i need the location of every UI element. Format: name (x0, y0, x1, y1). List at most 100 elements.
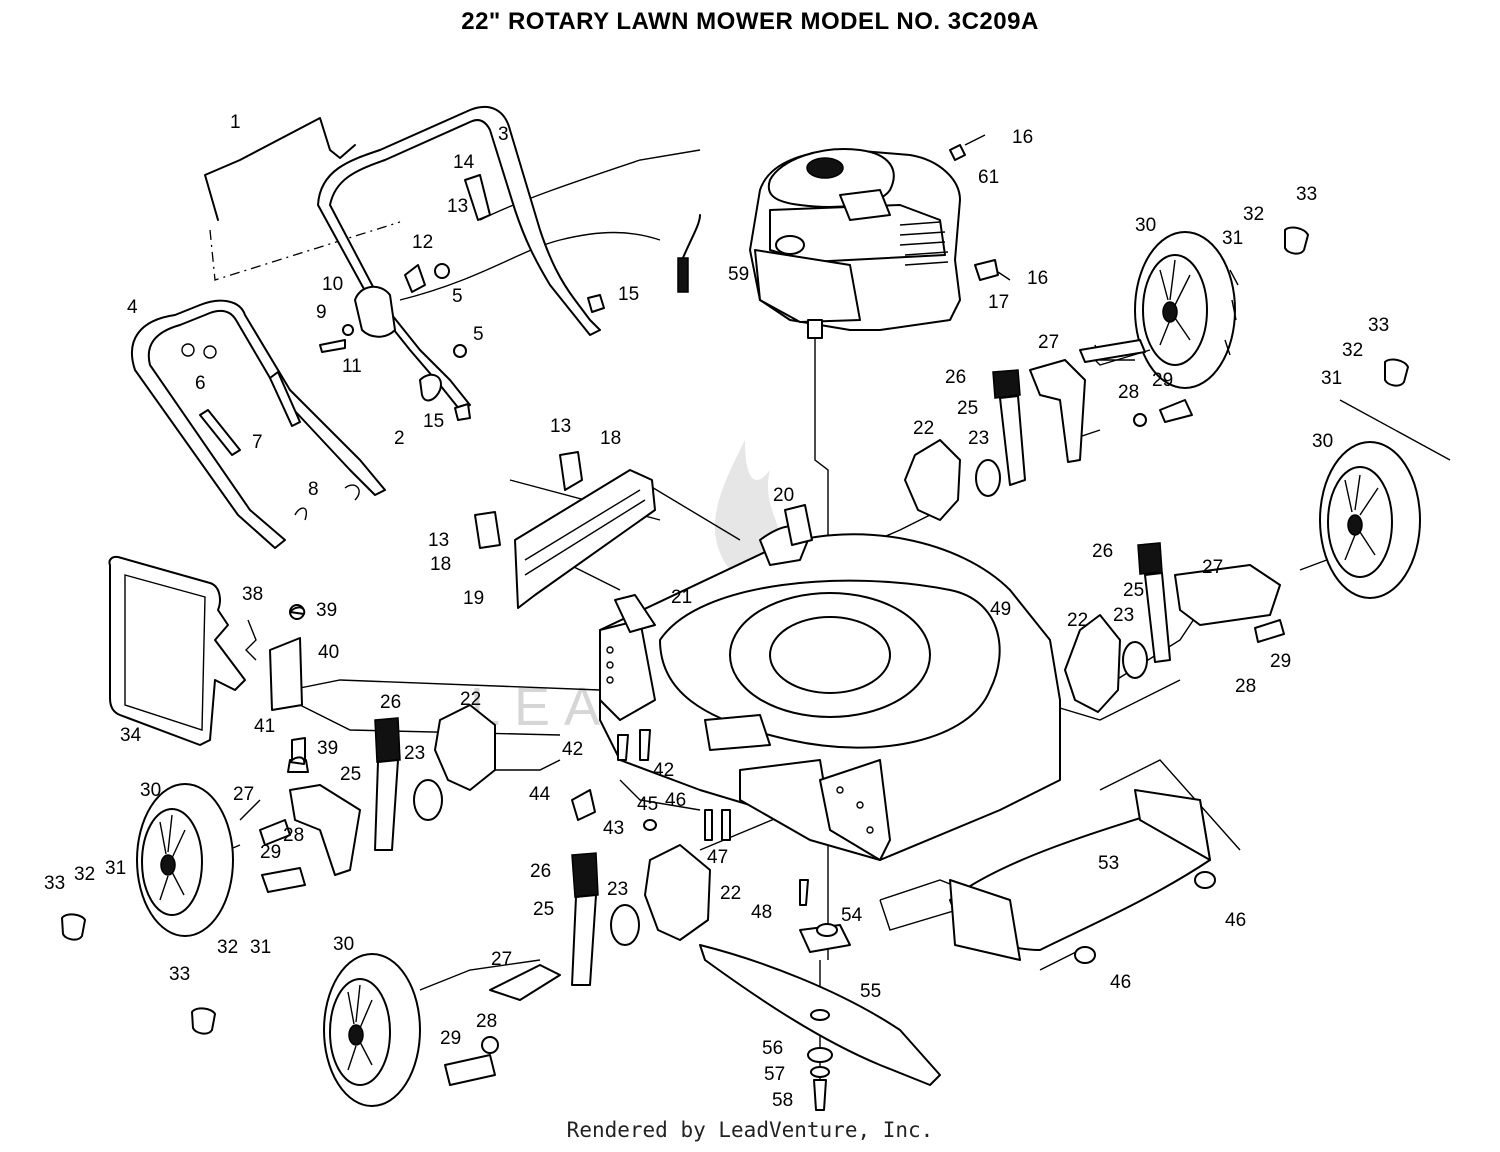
callout-5: 5 (473, 324, 484, 345)
callout-21: 21 (671, 587, 692, 608)
callout-26: 26 (380, 692, 401, 713)
callout-59: 59 (728, 264, 749, 285)
callout-42: 42 (653, 760, 674, 781)
callout-22: 22 (720, 883, 741, 904)
callout-28: 28 (283, 825, 304, 846)
wheel-front-left-lower (323, 953, 421, 1107)
callout-42: 42 (562, 739, 583, 760)
callout-31: 31 (1321, 368, 1342, 389)
callout-46: 46 (1225, 910, 1246, 931)
height-adjusters (259, 339, 1285, 1086)
callout-26: 26 (1092, 541, 1113, 562)
callout-18: 18 (430, 554, 451, 575)
callout-28: 28 (1235, 676, 1256, 697)
callout-5: 5 (452, 286, 463, 307)
callout-2: 2 (394, 428, 405, 449)
diagram-title: 22" ROTARY LAWN MOWER MODEL NO. 3C209A (461, 8, 1039, 35)
callout-31: 31 (105, 858, 126, 879)
callout-41: 41 (254, 716, 275, 737)
footer-credit: Rendered by LeadVenture, Inc. (566, 1118, 934, 1142)
callout-30: 30 (140, 780, 161, 801)
small-fittings (289, 606, 809, 906)
callout-53: 53 (1098, 853, 1119, 874)
callout-20: 20 (773, 485, 794, 506)
callout-61: 61 (978, 167, 999, 188)
callout-46: 46 (665, 790, 686, 811)
rear-bag-frame (108, 555, 309, 773)
callout-29: 29 (260, 842, 281, 863)
callout-26: 26 (530, 861, 551, 882)
callout-43: 43 (603, 818, 624, 839)
callout-58: 58 (772, 1090, 793, 1111)
callout-33: 33 (169, 964, 190, 985)
callout-8: 8 (308, 479, 319, 500)
callout-44: 44 (529, 784, 551, 805)
callout-34: 34 (120, 725, 142, 746)
callout-32: 32 (1342, 340, 1363, 361)
callout-23: 23 (404, 743, 425, 764)
callout-22: 22 (460, 689, 481, 710)
callout-6: 6 (195, 373, 206, 394)
callout-17: 17 (988, 292, 1009, 313)
callout-39: 39 (316, 600, 337, 621)
blade-assembly (699, 923, 941, 1111)
callout-10: 10 (322, 274, 343, 295)
callout-30: 30 (1135, 215, 1156, 236)
callout-4: 4 (127, 297, 138, 318)
engine (749, 134, 1011, 339)
callout-30: 30 (1312, 431, 1333, 452)
callout-33: 33 (1296, 184, 1317, 205)
callout-55: 55 (860, 981, 881, 1002)
callout-31: 31 (250, 937, 271, 958)
callout-27: 27 (1038, 332, 1059, 353)
callout-25: 25 (1123, 580, 1144, 601)
callout-40: 40 (318, 642, 339, 663)
wheel-front-left-upper (136, 783, 234, 937)
callout-26: 26 (945, 367, 966, 388)
callout-1: 1 (230, 112, 241, 133)
callout-32: 32 (74, 864, 95, 885)
callout-23: 23 (968, 428, 989, 449)
callout-45: 45 (637, 794, 658, 815)
callout-25: 25 (340, 764, 361, 785)
callout-23: 23 (607, 879, 628, 900)
callout-29: 29 (1270, 651, 1291, 672)
callout-56: 56 (762, 1038, 783, 1059)
callout-30: 30 (333, 934, 354, 955)
hub-caps (61, 226, 1409, 1035)
callout-13: 13 (550, 416, 571, 437)
callout-22: 22 (913, 418, 934, 439)
callout-29: 29 (440, 1028, 461, 1049)
mower-deck (599, 504, 1061, 861)
callout-16: 16 (1012, 127, 1033, 148)
callout-32: 32 (1243, 204, 1264, 225)
callout-15: 15 (423, 411, 444, 432)
callout-33: 33 (44, 873, 65, 894)
callout-33: 33 (1368, 315, 1389, 336)
callout-38: 38 (242, 584, 263, 605)
callout-14: 14 (453, 152, 475, 173)
callout-19: 19 (463, 588, 484, 609)
callout-13: 13 (447, 196, 468, 217)
callout-18: 18 (600, 428, 621, 449)
callout-16: 16 (1027, 268, 1048, 289)
callout-27: 27 (233, 784, 254, 805)
callout-57: 57 (764, 1064, 785, 1085)
callout-22: 22 (1067, 610, 1088, 631)
callout-32: 32 (217, 937, 238, 958)
callout-31: 31 (1222, 228, 1243, 249)
callout-3: 3 (498, 124, 509, 145)
wheel-rear-right-upper (1088, 231, 1239, 389)
wheel-rear-right-lower (1319, 441, 1421, 599)
lower-handle-parts (130, 299, 386, 549)
rear-deflector (474, 451, 656, 609)
callout-labels: 1314131251091115521546781661591716303132… (44, 112, 1389, 1111)
callout-27: 27 (1202, 557, 1223, 578)
callout-9: 9 (316, 302, 327, 323)
callout-15: 15 (618, 284, 639, 305)
upper-handle-parts (204, 105, 701, 421)
callout-39: 39 (317, 738, 338, 759)
callout-11: 11 (342, 356, 362, 377)
callout-28: 28 (476, 1011, 497, 1032)
